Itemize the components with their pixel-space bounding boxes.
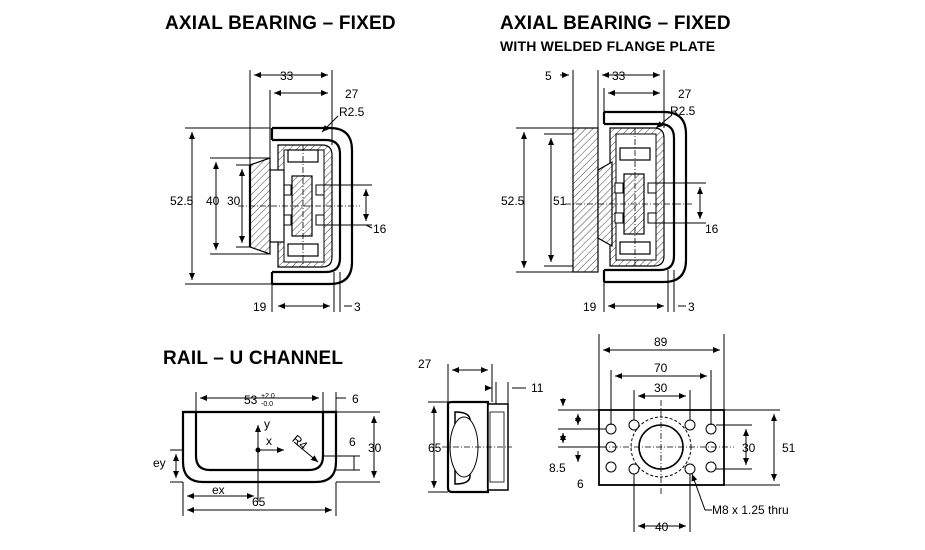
rail-axis-x: x	[266, 434, 272, 448]
b2-dim-52-5: 52.5	[501, 194, 525, 208]
plate-dim-70: 70	[654, 361, 668, 375]
subtitle-welded-flange-plate: WITH WELDED FLANGE PLATE	[500, 38, 716, 54]
plate-dim-30-top: 30	[654, 381, 668, 395]
b1-dim-19: 19	[253, 300, 267, 314]
b2-radius: R2.5	[670, 104, 696, 118]
b1-radius: R2.5	[339, 105, 365, 119]
b1-dim-16: 16	[373, 222, 387, 236]
b1-dim-30: 30	[227, 194, 241, 208]
b1-dim-27: 27	[345, 87, 359, 101]
rail-dim-30: 30	[368, 441, 382, 455]
b2-dim-19: 19	[583, 300, 597, 314]
plate-dim-30-side: 30	[742, 441, 756, 455]
rail-label-ex: ex	[212, 483, 225, 497]
b2-dim-51: 51	[553, 194, 567, 208]
title-axial-bearing-fixed-flange: AXIAL BEARING – FIXED	[500, 13, 731, 34]
bearing-fixed-drawing	[185, 70, 373, 312]
title-axial-bearing-fixed: AXIAL BEARING – FIXED	[165, 13, 396, 34]
b2-dim-33: 33	[612, 69, 626, 83]
side-dim-65: 65	[428, 441, 442, 455]
rail-dim-6-top: 6	[352, 392, 359, 406]
plate-dim-6: 6	[577, 477, 584, 491]
b2-dim-5: 5	[545, 69, 552, 83]
rail-dim-65: 65	[252, 495, 266, 509]
side-dim-11: 11	[531, 381, 544, 395]
plate-dim-89: 89	[654, 335, 668, 349]
rail-label-ey: ey	[153, 456, 166, 470]
plate-dim-51: 51	[782, 441, 796, 455]
b1-dim-3: 3	[354, 300, 361, 314]
title-rail-u-channel: RAIL – U CHANNEL	[163, 348, 344, 369]
b2-dim-3: 3	[688, 300, 695, 314]
rail-dim-53: 53	[244, 393, 258, 407]
b2-dim-16: 16	[705, 222, 719, 236]
bearing-flange-drawing	[516, 70, 706, 312]
side-dim-27: 27	[418, 357, 432, 371]
plate-thread-note: M8 x 1.25 thru	[712, 503, 789, 517]
b1-dim-52-5: 52.5	[170, 194, 194, 208]
b2-dim-27: 27	[678, 87, 692, 101]
rail-radius: R4	[289, 432, 310, 453]
rail-u-channel-drawing	[170, 392, 380, 516]
rail-tol-lower: -0.0	[261, 401, 273, 408]
rail-axis-y: y	[264, 417, 270, 431]
b1-dim-33: 33	[280, 69, 294, 83]
plate-dim-40: 40	[655, 520, 669, 534]
flange-plate-front-drawing	[558, 334, 780, 532]
flange-side-view-drawing	[428, 364, 526, 494]
rail-tol-upper: +2.0	[261, 393, 275, 400]
b1-dim-40: 40	[206, 194, 220, 208]
plate-dim-8-5: 8.5	[549, 461, 566, 475]
rail-dim-6-side: 6	[349, 435, 356, 449]
